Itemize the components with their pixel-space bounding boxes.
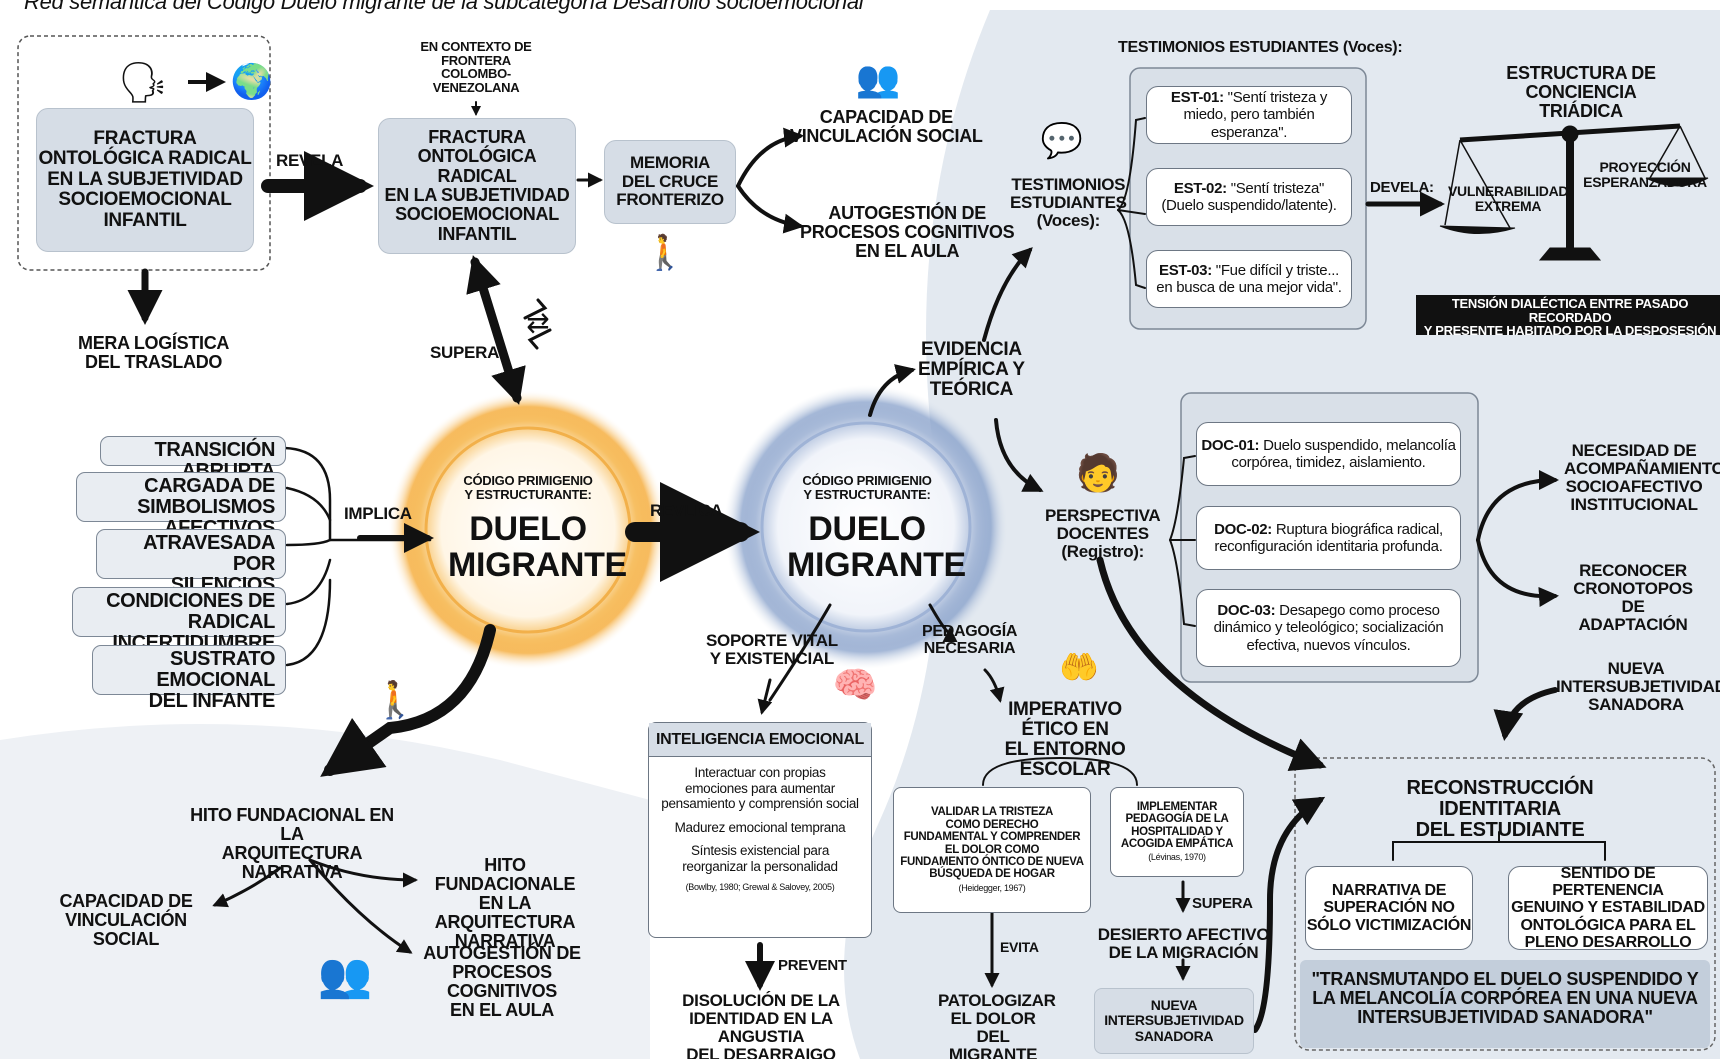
- tension-bar: [1416, 295, 1720, 335]
- walking-child-icon: 🚶: [372, 679, 418, 720]
- context-note: EN CONTEXTO DE FRONTERA COLOMBO- VENEZOL…: [420, 39, 532, 95]
- reconocer-label: RECONOCER CRONOTOPOS DE ADAPTACIÓN: [1573, 561, 1693, 634]
- reconstruccion-title: RECONSTRUCCIÓN IDENTITARIA DEL ESTUDIANT…: [1406, 777, 1594, 841]
- duelo-right-glow: [724, 385, 1008, 669]
- caring-hands-icon: 🤲: [1059, 649, 1099, 685]
- validar-box: VALIDAR LA TRISTEZA COMO DERECHO FUNDAME…: [893, 787, 1091, 913]
- pill-condiciones: CONDICIONES DE RADICAL INCERTIDUMBRE: [72, 587, 286, 654]
- hito-label: HITO FUNDACIONAL EN LA ARQUITECTURA NARR…: [190, 805, 394, 882]
- duelo-left-sub: CÓDIGO PRIMIGENIO Y ESTRUCTURANTE:: [463, 473, 593, 502]
- supera-label: SUPERA: [430, 343, 500, 362]
- ie-cite: (Bowlby, 1980; Grewal & Salovey, 2005): [685, 882, 835, 893]
- nueva-bottom-box: NUEVA INTERSUBJETIVIDAD SANADORA: [1094, 988, 1254, 1054]
- supera2-label: SUPERA: [1192, 895, 1253, 912]
- autogestion-top: AUTOGESTIÓN DE PROCESOS COGNITIVOS EN EL…: [800, 203, 1015, 261]
- balance-scale-icon: [1439, 123, 1709, 261]
- devela-label: DEVELA:: [1370, 179, 1434, 196]
- soporte-label: SOPORTE VITAL Y EXISTENCIAL: [706, 631, 838, 668]
- duelo-left-glow: [388, 390, 668, 670]
- pedagogia-label: PEDAGOGÍA NECESARIA: [922, 623, 1018, 657]
- perspectiva-label: PERSPECTIVA DOCENTES (Registro):: [1045, 506, 1161, 561]
- duelo-right-sub: CÓDIGO PRIMIGENIO Y ESTRUCTURANTE:: [802, 473, 932, 502]
- people-group-icon: 👥: [855, 58, 901, 99]
- narrativa-box: NARRATIVA DE SUPERACIÓN NO SÓLO VICTIMIZ…: [1305, 866, 1473, 950]
- quote-bg: [1300, 960, 1710, 1048]
- est-02-box: EST-02: "Sentí tristeza" (Duelo suspendi…: [1146, 168, 1352, 226]
- desierto-label: DESIERTO AFECTIVO DE LA MIGRACIÓN: [1097, 925, 1270, 962]
- est-01-box: EST-01: "Sentí tristeza y miedo, pero ta…: [1146, 86, 1352, 144]
- revlica-label: REVLICA: [650, 501, 723, 520]
- teacher-board-icon: 🧑: [1075, 452, 1121, 493]
- ie-item-2: Madurez emocional temprana: [674, 819, 846, 835]
- nueva-right-label: NUEVA INTERSUBJETIVIDAD SANADORA: [1556, 659, 1720, 714]
- capacidad-bottom: CAPACIDAD DE VINCULACIÓN SOCIAL: [59, 891, 193, 949]
- speech-pen-icon: 💬: [1040, 122, 1084, 160]
- pill-cargada: CARGADA DE SIMBOLISMOS AFECTIVOS: [76, 472, 286, 539]
- vulnerabilidad-label: VULNERABILIDAD EXTREMA: [1448, 183, 1569, 214]
- implica-label: IMPLICA: [344, 504, 412, 523]
- pill-sustrato: SUSTRATO EMOCIONAL DEL INFANTE: [92, 645, 286, 712]
- memoria-box: MEMORIA DEL CRUCE FRONTERIZO: [604, 140, 736, 224]
- evita-label: EVITA: [1000, 939, 1039, 955]
- revela-label: REVELA: [276, 151, 344, 170]
- proyeccion-label: PROYECCIÓN ESPERANZADORA: [1583, 159, 1707, 190]
- disolucion-label: DISOLUCIÓN DE LA IDENTIDAD EN LA ANGUSTI…: [682, 991, 840, 1059]
- globe-icon: 🌍: [230, 63, 274, 101]
- doc-03-box: DOC-03: Desapego como proceso dinámico y…: [1196, 589, 1461, 667]
- ie-item-3: Síntesis existencial para reorganizar la…: [682, 843, 838, 874]
- tension-text: TENSIÓN DIALÉCTICA ENTRE PASADO RECORDAD…: [1423, 296, 1717, 339]
- doc-01-box: DOC-01: Duelo suspendido, melancolía cor…: [1196, 422, 1461, 486]
- ie-item-1: Interactuar con propias emociones para a…: [661, 765, 859, 812]
- caption: Red semántica del Código Duelo migrante …: [24, 0, 864, 14]
- testimonios-label: TESTIMONIOS ESTUDIANTES (Voces):: [1010, 175, 1127, 230]
- duelo-left-main: DUELO MIGRANTE: [448, 510, 627, 584]
- reconstruccion-frame: [1294, 757, 1716, 1051]
- ie-box: INTELIGENCIA EMOCIONAL Interactuar con p…: [648, 722, 872, 938]
- fractura-box-center: FRACTURA ONTOLÓGICA RADICAL EN LA SUBJET…: [378, 118, 576, 254]
- testimonios-title: TESTIMONIOS ESTUDIANTES (Voces):: [1118, 39, 1403, 56]
- migrant-family-icon: 🚶: [643, 234, 687, 272]
- autogestion-bottom: AUTOGESTIÓN DE PROCESOS COGNITIVOS EN EL…: [423, 943, 581, 1020]
- hito2-label: HITO FUNDACIONALE EN LA ARQUITECTURA NAR…: [434, 855, 576, 951]
- pill-transicion: TRANSICIÓN ABRUPTA: [100, 436, 286, 482]
- prevent-label: PREVENT: [778, 957, 847, 974]
- exchange-arrows-icon: ⇄: [526, 306, 550, 338]
- est-03-box: EST-03: "Fue difícil y triste... en busc…: [1146, 250, 1352, 308]
- ie-title: INTELIGENCIA EMOCIONAL: [649, 723, 871, 758]
- quote-text: "TRANSMUTANDO EL DUELO SUSPENDIDO Y LA M…: [1311, 969, 1699, 1027]
- imperativo-label: IMPERATIVO ÉTICO EN EL ENTORNO ESCOLAR: [1004, 699, 1126, 780]
- speaking-heads-icon: 🗣: [117, 60, 169, 105]
- classroom-table-icon: 👥: [317, 951, 373, 1000]
- fractura-box-left: FRACTURA ONTOLÓGICA RADICAL EN LA SUBJET…: [36, 108, 254, 252]
- mera-logistica: MERA LOGÍSTICA DEL TRASLADO: [78, 333, 230, 372]
- implementar-box: IMPLEMENTAR PEDAGOGÍA DE LA HOSPITALIDAD…: [1110, 787, 1244, 877]
- estructura-title: ESTRUCTURA DE CONCIENCIA TRIÁDICA: [1506, 63, 1656, 121]
- duelo-right-main: DUELO MIGRANTE: [787, 510, 966, 584]
- capacidad-top: CAPACIDAD DE VINCULACIÓN SOCIAL: [790, 107, 983, 146]
- pill-atravesada: ATRAVESADA POR SILENCIOS IMPUESTOS: [96, 529, 286, 617]
- evidencia-label: EVIDENCIA EMPÍRICA Y TEÓRICA: [918, 339, 1025, 400]
- doc-02-box: DOC-02: Ruptura biográfica radical, reco…: [1196, 506, 1461, 570]
- sentido-box: SENTIDO DE PERTENENCIA GENUINO Y ESTABIL…: [1508, 865, 1708, 951]
- necesidad-label: NECESIDAD DE ACOMPAÑAMIENTO SOCIOAFECTIV…: [1564, 441, 1720, 514]
- brain-head-icon: 🧠: [832, 664, 878, 705]
- patologizar-label: PATOLOGIZAR EL DOLOR DEL MIGRANTE: [938, 991, 1056, 1059]
